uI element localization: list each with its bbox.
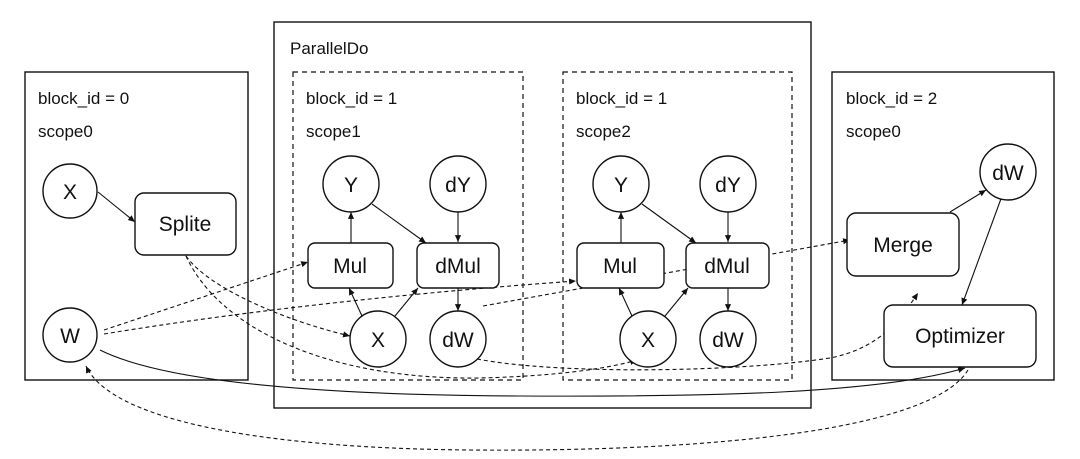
edge-dw1-merge xyxy=(482,238,851,307)
y-node-scope2-label: Y xyxy=(614,174,628,197)
scope2-scope-label: scope2 xyxy=(576,122,631,141)
edge-x1-dmul1 xyxy=(394,287,419,317)
x-node-scope2 xyxy=(619,310,677,368)
dw-node-scope2-label: dW xyxy=(712,329,744,352)
scope1-scope-label: scope1 xyxy=(306,122,361,141)
dy-node-scope2-label: dY xyxy=(715,174,741,197)
merge-op xyxy=(846,212,960,277)
dmul-op-scope2-label: dMul xyxy=(704,255,750,278)
dmul-op-scope2 xyxy=(685,242,770,289)
dy-node-scope1 xyxy=(429,155,487,213)
edge-splite-x2 xyxy=(185,255,638,379)
x-node-scope1 xyxy=(349,310,407,368)
splite-op-label: Splite xyxy=(159,213,212,236)
paralleldo-title: ParallelDo xyxy=(290,39,368,58)
y-node-scope2 xyxy=(592,155,650,213)
dy-node-scope2 xyxy=(699,155,757,213)
block-0-id-label: block_id = 0 xyxy=(38,89,129,108)
mul-op-scope2-label: Mul xyxy=(603,255,637,278)
mul-op-scope1-label: Mul xyxy=(333,255,367,278)
dw-node-scope1-label: dW xyxy=(442,329,474,352)
edge-merge-dw3 xyxy=(949,189,987,213)
block-0-scope-label: scope0 xyxy=(38,122,93,141)
mul-op-scope1 xyxy=(307,242,394,289)
dw-node-block2-label: dW xyxy=(992,162,1024,185)
edge-y1-dmul1 xyxy=(371,203,427,244)
x-node-block0-label: X xyxy=(63,181,77,204)
splite-op xyxy=(134,192,237,256)
dmul-op-scope1 xyxy=(416,242,500,289)
dy-node-scope1-label: dY xyxy=(445,174,471,197)
scope1-box xyxy=(292,71,524,381)
w-node-block0 xyxy=(42,307,98,363)
mul-op-scope2 xyxy=(576,242,665,289)
block-2-scope-label: scope0 xyxy=(846,122,901,141)
dw-node-scope1 xyxy=(429,310,487,368)
edge-w0-mul2 xyxy=(103,278,577,335)
edge-x1-mul1 xyxy=(348,287,363,317)
edge-splite-x1 xyxy=(185,255,351,338)
w-node-block0-label: W xyxy=(60,325,80,348)
scope2-id-label: block_id = 1 xyxy=(576,89,667,108)
x-node-block0 xyxy=(42,163,98,219)
optimizer-op xyxy=(883,304,1037,368)
scope1-id-label: block_id = 1 xyxy=(306,89,397,108)
dmul-op-scope1-label: dMul xyxy=(435,255,481,278)
edge-w0-optimizer xyxy=(99,349,966,397)
edge-dw2-merge xyxy=(476,292,919,371)
x-node-scope1-label: X xyxy=(371,329,385,352)
y-node-scope1 xyxy=(322,155,380,213)
x-node-scope2-label: X xyxy=(641,329,655,352)
merge-op-label: Merge xyxy=(873,234,933,257)
edge-w0-mul1 xyxy=(103,261,309,331)
dw-node-scope2 xyxy=(699,310,757,368)
edge-optimizer-w0 xyxy=(85,365,969,451)
scope2-box xyxy=(562,71,793,381)
edge-x2-mul2 xyxy=(618,287,633,317)
edge-x2-dmul2 xyxy=(664,287,689,317)
dw-node-block2 xyxy=(979,143,1037,201)
optimizer-op-label: Optimizer xyxy=(915,325,1005,348)
block-2-id-label: block_id = 2 xyxy=(846,89,937,108)
edge-x0-splite xyxy=(97,191,136,223)
edge-dw3-optimizer xyxy=(961,195,1003,306)
edge-y2-dmul2 xyxy=(641,203,697,244)
y-node-scope1-label: Y xyxy=(344,174,358,197)
